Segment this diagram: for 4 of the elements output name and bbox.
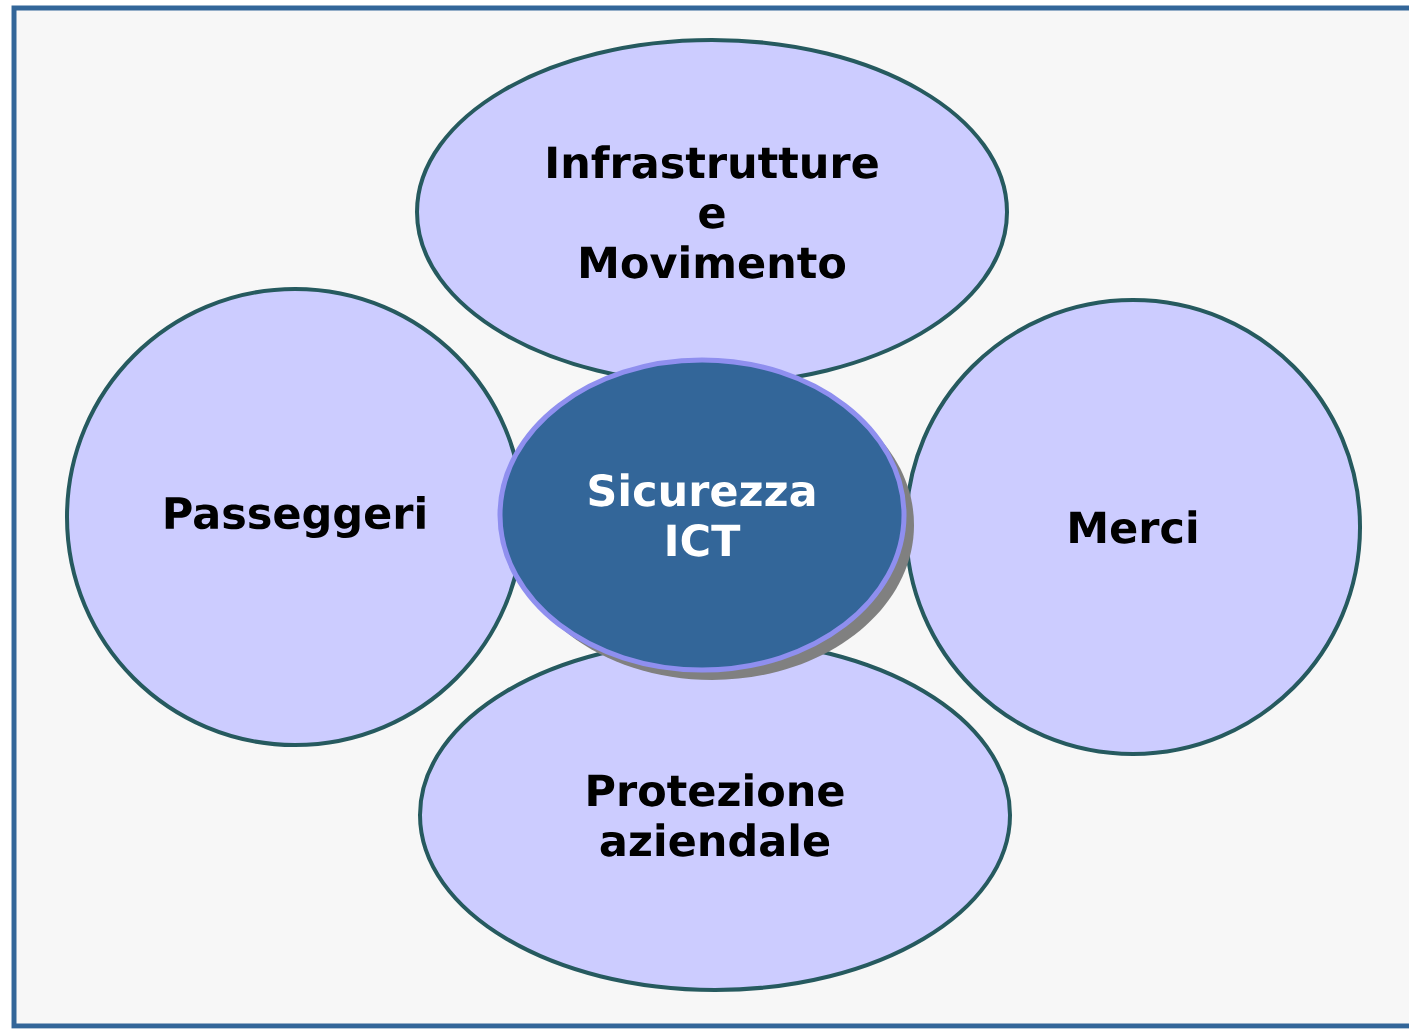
circle-bubble: Infrastrutture e Movimento	[415, 38, 1009, 386]
circle-bubble: Merci	[904, 298, 1362, 756]
circle-bubble: Passeggeri	[65, 287, 525, 747]
circle-bubble: Protezione aziendale	[418, 638, 1012, 992]
